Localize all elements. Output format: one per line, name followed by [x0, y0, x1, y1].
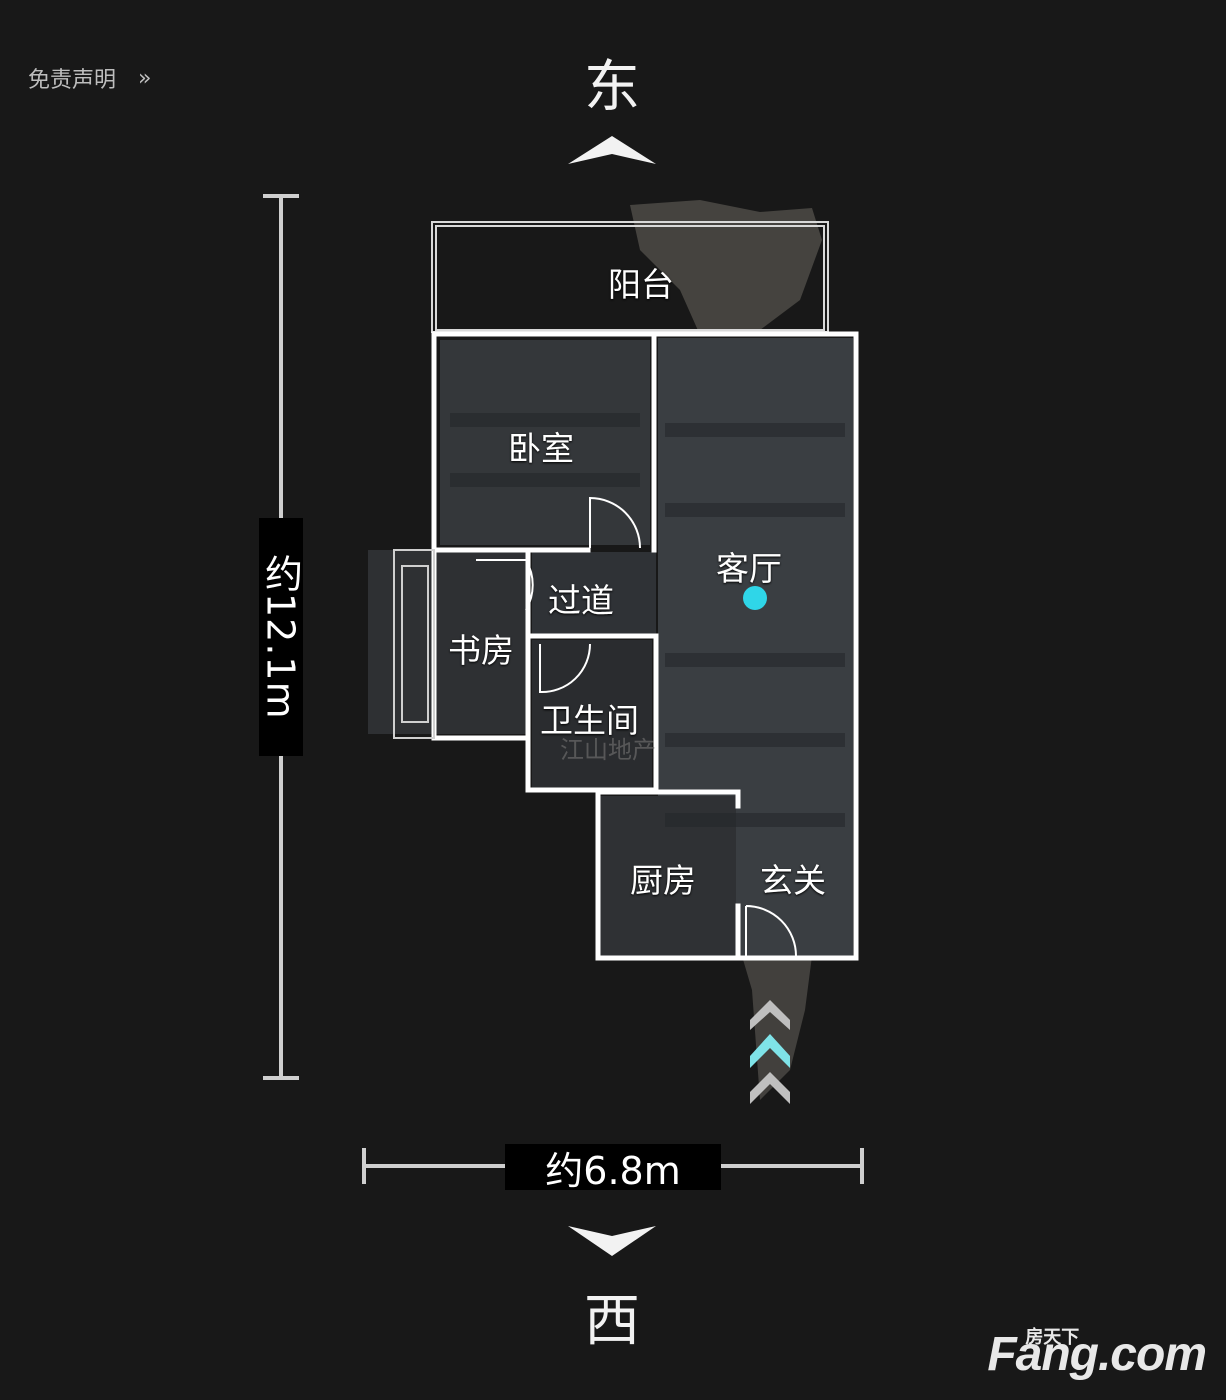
- disclaimer-link[interactable]: 免责声明 »: [28, 62, 151, 94]
- horizontal-dimension-line: [362, 1148, 864, 1184]
- room-label-corridor[interactable]: 过道: [548, 581, 614, 620]
- north-arrow-icon: [568, 136, 656, 164]
- room-label-living-room[interactable]: 客厅: [716, 549, 782, 588]
- south-arrow-icon: [568, 1226, 656, 1256]
- room-label-bedroom[interactable]: 卧室: [508, 429, 574, 468]
- disclaimer-label: 免责声明: [28, 68, 117, 93]
- room-label-balcony[interactable]: 阳台: [608, 265, 674, 304]
- compass-top-label: 东: [584, 55, 640, 120]
- fang-logo: 房天下 Fang.com: [987, 1327, 1207, 1381]
- entry-arrows-icon: [750, 1000, 790, 1104]
- vertical-dimension-line: [263, 194, 299, 1080]
- horizontal-dimension-label: 约6.8m: [505, 1144, 721, 1193]
- study-window: [393, 549, 435, 739]
- compass-bottom-label: 西: [584, 1289, 640, 1354]
- room-label-entrance[interactable]: 玄关: [760, 861, 826, 900]
- double-chevron-right-icon: »: [138, 65, 152, 91]
- walls: [431, 331, 859, 961]
- door-swings: [476, 496, 797, 957]
- room-label-study[interactable]: 书房: [448, 631, 514, 670]
- current-position-marker[interactable]: [743, 586, 767, 610]
- vertical-dimension-label: 约12.1m: [259, 518, 303, 756]
- watermark-text: 江山地产: [560, 736, 656, 764]
- room-label-kitchen[interactable]: 厨房: [630, 861, 696, 900]
- room-label-bathroom[interactable]: 卫生间: [540, 701, 639, 740]
